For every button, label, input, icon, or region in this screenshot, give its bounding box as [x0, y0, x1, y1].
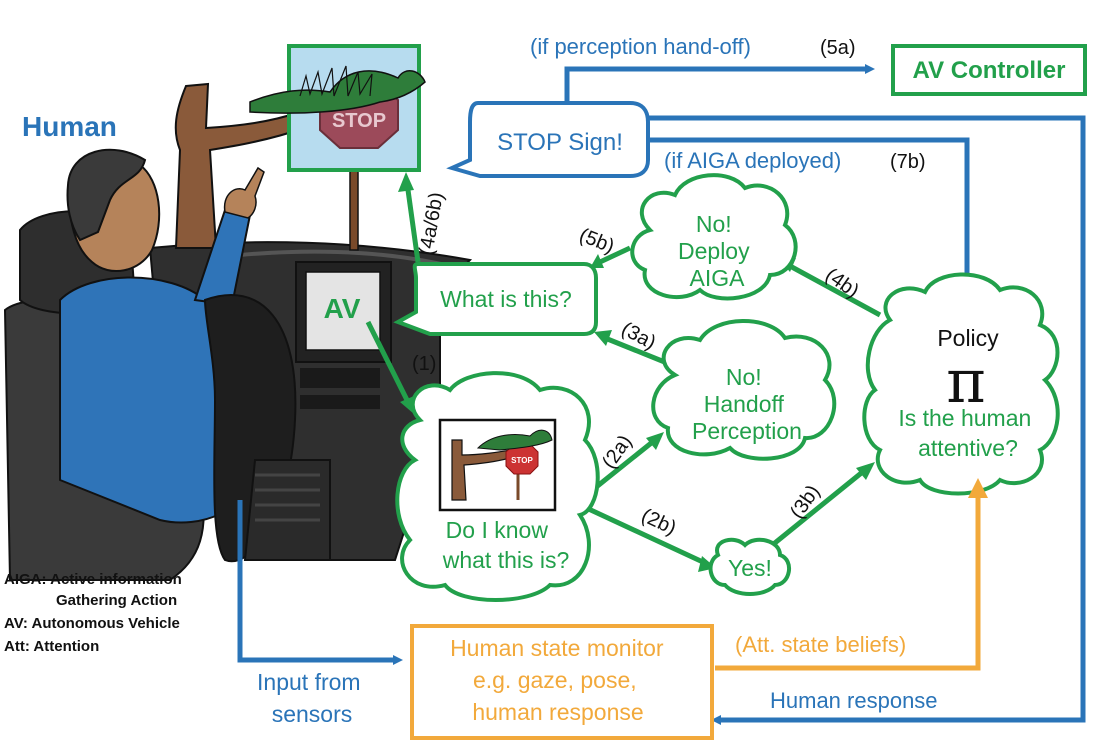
- deploy-aiga-line2: Deploy: [678, 238, 750, 264]
- blue-flow-lines: [237, 64, 1086, 725]
- yes-text: Yes!: [728, 555, 772, 581]
- driver-hand: [223, 166, 265, 219]
- tree-trunk: [174, 82, 306, 249]
- step-5b-label: (5b): [576, 224, 617, 258]
- policy-cloud: Policy π Is the human attentive?: [862, 272, 1060, 496]
- attentive-line1: Is the human: [898, 405, 1031, 431]
- arrow-sensors-to-monitor: [237, 500, 403, 665]
- pi-symbol: π: [946, 347, 985, 417]
- step-7b-label: (7b): [890, 151, 926, 173]
- legend-line4: Att: Attention: [4, 638, 99, 655]
- step-1-label: (1): [412, 353, 436, 375]
- monitor-line3: human response: [472, 699, 643, 725]
- mini-stop-text: STOP: [511, 456, 533, 465]
- handoff-line2: Handoff: [704, 391, 785, 417]
- policy-label: Policy: [937, 325, 999, 351]
- arrow-aiga-to-policy: [640, 137, 972, 305]
- stop-sign-bubble-text: STOP Sign!: [497, 129, 623, 156]
- center-console: [243, 459, 331, 561]
- deploy-aiga-line1: No!: [696, 211, 732, 237]
- what-is-this-bubble: What is this?: [393, 262, 598, 336]
- monitor-line1: Human state monitor: [450, 635, 664, 661]
- handoff-line3: Perception: [692, 418, 802, 444]
- car-interior-illustration: [3, 82, 473, 581]
- attentive-line2: attentive?: [918, 435, 1018, 461]
- svg-text:No! Deploy AIGA: No! Deploy AIGA: [678, 211, 756, 291]
- av-screen-label: AV: [324, 293, 361, 324]
- driver-hair: [66, 148, 147, 242]
- legend: AIGA: Active information Gathering Actio…: [4, 571, 182, 655]
- av-controller-label: AV Controller: [913, 57, 1066, 84]
- step-3a-label: (3a): [618, 318, 660, 354]
- monitor-line2: e.g. gaze, pose,: [473, 667, 637, 693]
- deploy-aiga-line3: AIGA: [690, 265, 746, 291]
- svg-text:Is the human attentive?: Is the human attentive?: [898, 405, 1037, 461]
- if-handoff-label: (if perception hand-off): [530, 34, 751, 59]
- do-i-know-line1: Do I know: [446, 517, 549, 543]
- deploy-aiga-cloud: No! Deploy AIGA: [630, 173, 798, 301]
- svg-text:Human state monitor e.g.: Human state monitor e.g. gaze, pose, hum…: [450, 635, 670, 725]
- what-is-this-text: What is this?: [440, 286, 572, 312]
- orange-flow: [715, 478, 988, 671]
- green-flow-arrows: [365, 172, 882, 572]
- if-aiga-label: (if AIGA deployed): [664, 148, 841, 173]
- svg-text:No! Handoff Percep: No! Handoff Perception: [692, 364, 802, 444]
- stop-octagon-text: STOP: [332, 110, 386, 132]
- do-i-know-line2: what this is?: [442, 547, 570, 573]
- svg-text:Input from sensors: Input from sensors: [257, 669, 367, 727]
- input-sensors-line1: Input from: [257, 669, 361, 695]
- mini-branch-icon: [476, 429, 553, 451]
- line-to-human-response: [640, 115, 1086, 725]
- step-2a-label: (2a): [598, 431, 636, 473]
- dashboard-screen: [305, 271, 381, 351]
- step-4a6b-label: (4a/6b): [415, 191, 448, 257]
- input-sensors-line2: sensors: [272, 701, 353, 727]
- yes-cloud: Yes!: [708, 537, 791, 596]
- human-title: Human: [22, 111, 117, 142]
- stop-sign-bubble: STOP Sign!: [446, 101, 650, 178]
- att-beliefs-label: (Att. state beliefs): [735, 632, 906, 657]
- human-state-monitor-box: Human state monitor e.g. gaze, pose, hum…: [410, 624, 714, 740]
- handoff-cloud: No! Handoff Perception: [651, 319, 837, 461]
- legend-line2: Gathering Action: [56, 592, 177, 609]
- handoff-line1: No!: [726, 364, 762, 390]
- human-response-label: Human response: [770, 688, 938, 713]
- legend-line1: AIGA: Active information: [4, 571, 182, 588]
- step-3b-label: (3b): [786, 481, 824, 523]
- arrow-handoff-to-controller: [564, 64, 875, 101]
- legend-line3: AV: Autonomous Vehicle: [4, 615, 180, 632]
- stop-sign-window: STOP: [249, 44, 426, 172]
- av-controller-box: AV Controller: [891, 44, 1087, 96]
- do-i-know-cloud: STOP Do I know what this is?: [395, 371, 600, 602]
- svg-text:Do I know what this is?: Do I know what this is?: [442, 517, 570, 573]
- step-5a-label: (5a): [820, 37, 856, 59]
